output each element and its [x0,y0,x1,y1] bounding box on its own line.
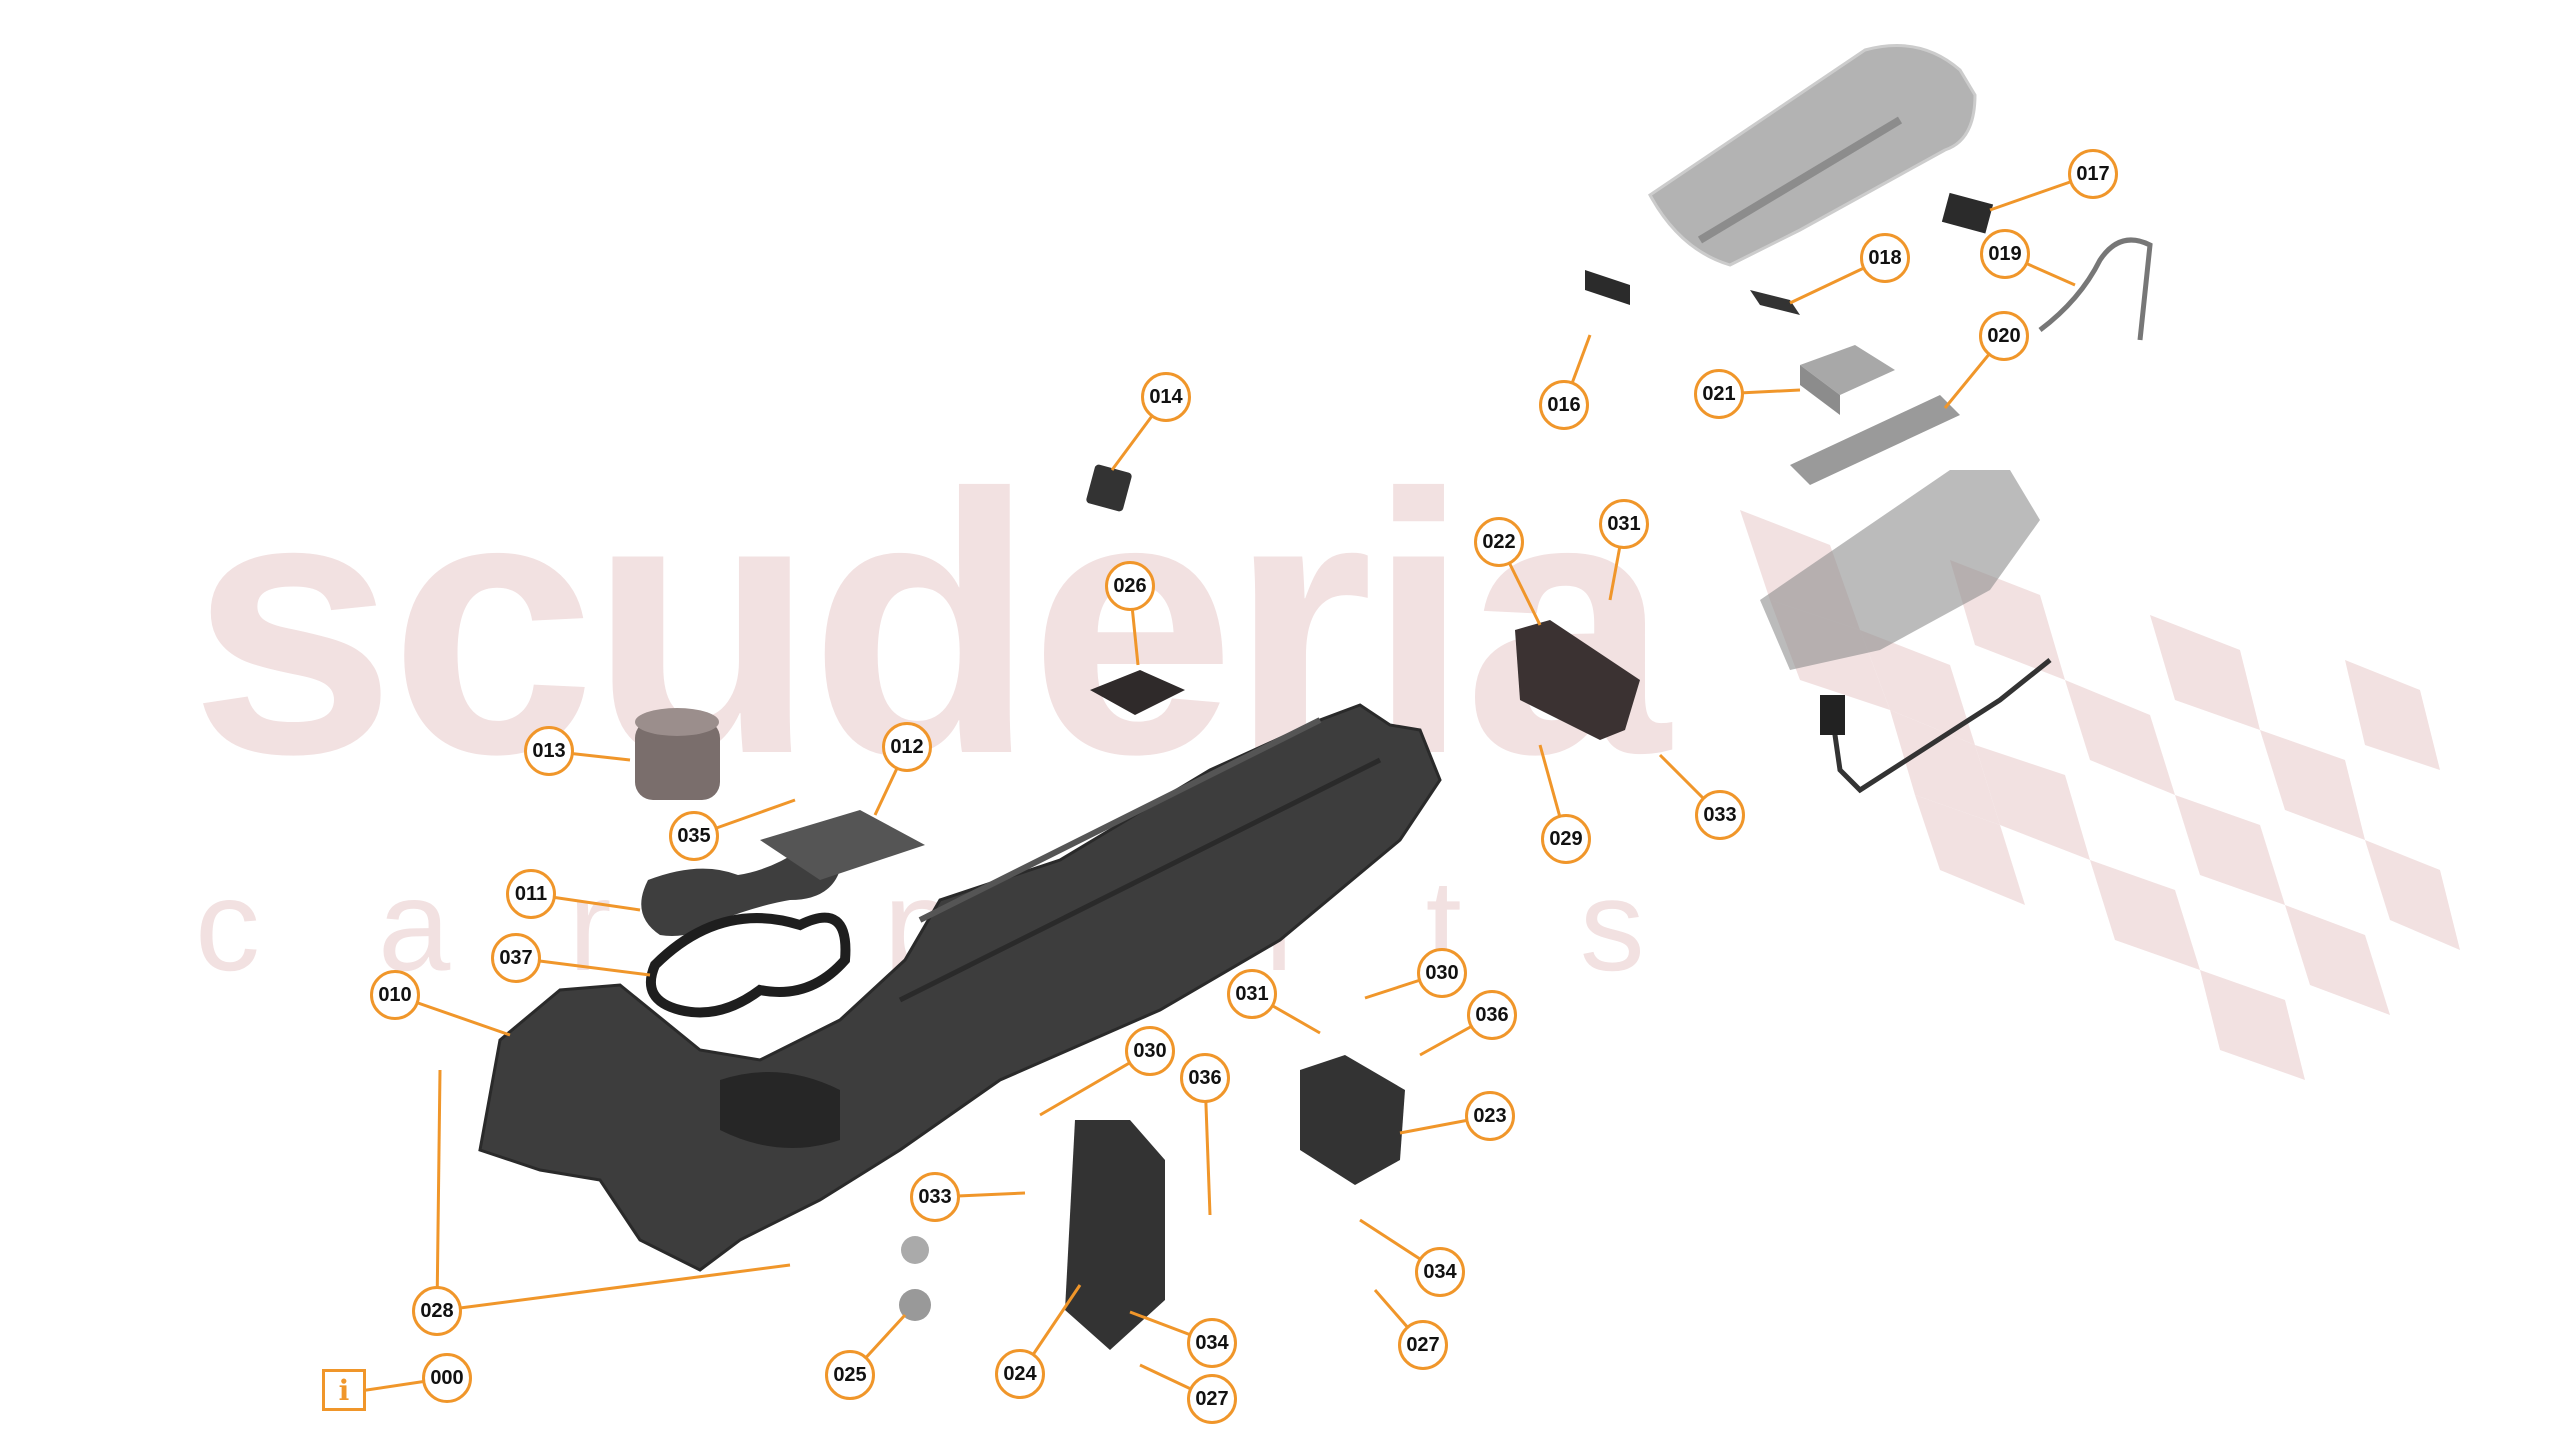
armrest-lid [1648,44,1977,267]
bracket-016 [1585,270,1630,305]
pad-020 [1790,395,1960,485]
harness-019 [2038,237,2153,341]
callout-021[interactable]: 021 [1694,369,1744,419]
callout-034[interactable]: 034 [1415,1247,1465,1297]
callout-025[interactable]: 025 [825,1350,875,1400]
mat-011 [641,847,840,936]
callout-036[interactable]: 036 [1467,990,1517,1040]
callout-014[interactable]: 014 [1141,372,1191,422]
module-021 [1800,345,1895,415]
callout-030[interactable]: 030 [1125,1026,1175,1076]
callout-033[interactable]: 033 [910,1172,960,1222]
callout-026[interactable]: 026 [1105,561,1155,611]
bracket-024 [1065,1120,1165,1350]
bracket-022 [1515,620,1640,740]
callout-035[interactable]: 035 [669,811,719,861]
callout-020[interactable]: 020 [1979,311,2029,361]
callout-027[interactable]: 027 [1398,1320,1448,1370]
callout-030[interactable]: 030 [1417,948,1467,998]
callout-012[interactable]: 012 [882,722,932,772]
latch-018 [1750,290,1800,315]
callout-023[interactable]: 023 [1465,1091,1515,1141]
callout-028[interactable]: 028 [412,1286,462,1336]
cover-026 [1090,670,1185,715]
gasket-037 [646,912,851,1018]
callout-031[interactable]: 031 [1227,969,1277,1019]
callout-018[interactable]: 018 [1860,233,1910,283]
console-tunnel [478,703,1442,1272]
switch-014 [1086,464,1132,512]
cupholder-013 [635,708,720,800]
callout-010[interactable]: 010 [370,970,420,1020]
callout-034[interactable]: 034 [1187,1318,1237,1368]
harness-lower [1820,658,2052,794]
callout-011[interactable]: 011 [506,869,556,919]
callout-016[interactable]: 016 [1539,380,1589,430]
callout-017[interactable]: 017 [2068,149,2118,199]
bracket-023 [1300,1055,1405,1185]
callout-024[interactable]: 024 [995,1349,1045,1399]
storage-bin [1760,470,2040,670]
callout-029[interactable]: 029 [1541,814,1591,864]
pad-012 [760,810,925,880]
module-017 [1941,192,1994,234]
callout-019[interactable]: 019 [1980,229,2030,279]
callout-013[interactable]: 013 [524,726,574,776]
callout-022[interactable]: 022 [1474,517,1524,567]
callout-000[interactable]: 000 [422,1353,472,1403]
socket-025 [899,1236,931,1321]
callout-031[interactable]: 031 [1599,499,1649,549]
callout-036[interactable]: 036 [1180,1053,1230,1103]
callout-027[interactable]: 027 [1187,1374,1237,1424]
callout-033[interactable]: 033 [1695,790,1745,840]
callout-037[interactable]: 037 [491,933,541,983]
info-icon[interactable]: i [322,1369,366,1411]
